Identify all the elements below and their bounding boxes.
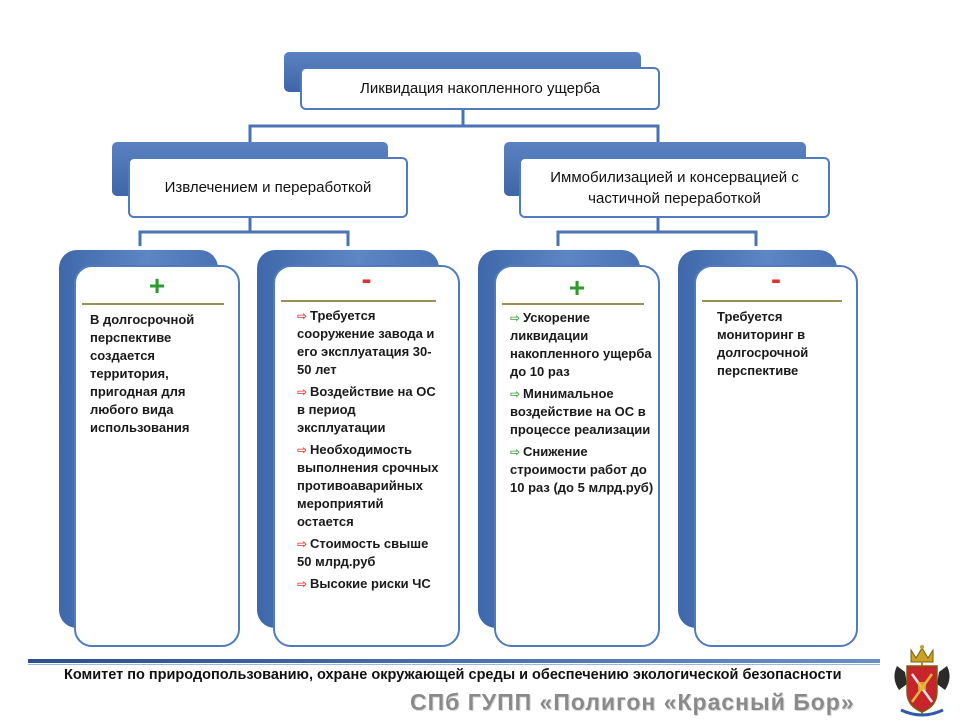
red-arrow-icon: ⇨ [297, 443, 308, 457]
divider [702, 300, 842, 302]
branch-1-label: Извлечением и переработкой [164, 179, 372, 196]
con-1-list: ⇨Требуется сооружение завода и его экспл… [297, 307, 442, 597]
list-item: ⇨Необходимость выполнения срочных против… [297, 442, 439, 529]
list-item: Требуется мониторинг в долгосрочной перс… [717, 309, 809, 378]
branch-1-box: Извлечением и переработкой [128, 157, 408, 218]
list-item: ⇨Ускорение ликвидации накопленного ущерб… [510, 310, 652, 379]
con-1-panel: - ⇨Требуется сооружение завода и его экс… [273, 265, 460, 647]
minus-sign: - [361, 263, 372, 296]
divider [82, 303, 224, 305]
green-arrow-icon: ⇨ [510, 311, 521, 325]
red-arrow-icon: ⇨ [297, 537, 308, 551]
footer-divider-thin [28, 664, 880, 665]
pro-1-list: В долгосрочной перспективе создается тер… [90, 311, 230, 441]
footer-divider [28, 659, 880, 663]
root-box: Ликвидация накопленного ущерба [300, 67, 660, 110]
list-item: ⇨Минимальное воздействие на ОС в процесс… [510, 386, 651, 437]
branch-2-label: Иммобилизацией и консервацией с частично… [550, 168, 799, 207]
list-item: ⇨Снижение строимости работ до 10 раз (до… [510, 444, 654, 495]
divider [502, 303, 644, 305]
list-item: ⇨Воздействие на ОС в период эксплуатации [297, 384, 436, 435]
red-arrow-icon: ⇨ [297, 385, 308, 399]
pro-2-list: ⇨Ускорение ликвидации накопленного ущерб… [510, 309, 655, 501]
coat-of-arms-icon [894, 645, 950, 717]
brand-name: СПб ГУПП «Полигон «Красный Бор» [410, 689, 855, 715]
plus-sign: + [148, 270, 166, 301]
con-2-list: Требуется мониторинг в долгосрочной перс… [717, 308, 852, 384]
green-arrow-icon: ⇨ [510, 387, 521, 401]
list-item: В долгосрочной перспективе создается тер… [90, 312, 195, 435]
green-arrow-icon: ⇨ [510, 445, 521, 459]
list-item: ⇨Высокие риски ЧС [297, 576, 431, 591]
red-arrow-icon: ⇨ [297, 577, 308, 591]
list-item: ⇨Стоимость свыше 50 млрд.руб [297, 536, 429, 569]
list-item: ⇨Требуется сооружение завода и его экспл… [297, 308, 435, 377]
plus-sign: + [568, 272, 586, 303]
pro-1-panel: + В долгосрочной перспективе создается т… [74, 265, 240, 647]
committee-text: Комитет по природопользованию, охране ок… [64, 667, 842, 683]
branch-2-box: Иммобилизацией и консервацией с частично… [519, 157, 830, 218]
con-2-panel: - Требуется мониторинг в долгосрочной пе… [694, 265, 858, 647]
divider [281, 300, 436, 302]
pro-2-panel: + ⇨Ускорение ликвидации накопленного уще… [494, 265, 660, 647]
minus-sign: - [771, 263, 781, 296]
red-arrow-icon: ⇨ [297, 309, 308, 323]
root-label: Ликвидация накопленного ущерба [360, 80, 600, 97]
